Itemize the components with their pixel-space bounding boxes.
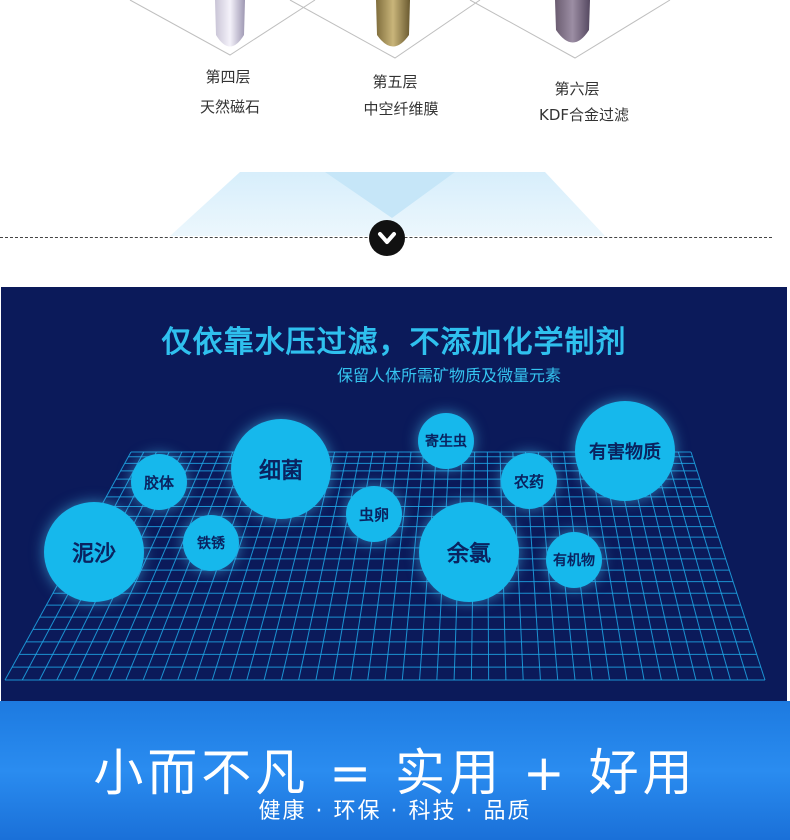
slogan-banner: 小而不凡 = 实用 + 好用 健康 · 环保 · 科技 · 品质 (0, 701, 790, 840)
layer-4-number: 第四层 (205, 68, 251, 86)
contaminant-bubble: 铁锈 (183, 515, 239, 571)
filter-layers-section: 第四层 天然磁石 第五层 中空纤维膜 第六层 KDF合金过滤 (0, 0, 790, 285)
contaminant-bubble: 泥沙 (44, 502, 144, 602)
scroll-down-button[interactable] (369, 220, 405, 256)
filter-diagram (129, 0, 671, 236)
headline: 仅依靠水压过滤，不添加化学制剂 (161, 325, 627, 360)
diamond-outline-5 (289, 0, 481, 59)
kdf-pellet-icon (555, 0, 590, 43)
contaminant-bubble: 有机物 (546, 532, 602, 588)
diamond-outline-4 (129, 0, 316, 56)
contaminant-bubble: 农药 (501, 453, 557, 509)
contaminant-bubble: 细菌 (231, 419, 331, 519)
magnet-pellet-icon (215, 0, 245, 47)
layer-6-number: 第六层 (554, 80, 600, 98)
layer-4-name: 天然磁石 (199, 98, 260, 116)
contaminant-bubble: 有害物质 (575, 401, 675, 501)
layer-5-name: 中空纤维膜 (363, 100, 439, 118)
contaminant-bubble: 虫卵 (346, 486, 402, 542)
subheadline: 保留人体所需矿物质及微量元素 (336, 366, 561, 385)
diamond-outline-6 (469, 0, 671, 59)
funnel-inner-shape (325, 172, 455, 218)
contaminant-bubble: 寄生虫 (418, 413, 474, 469)
chevron-down-icon (378, 232, 396, 244)
layer-5-number: 第五层 (372, 73, 418, 91)
membrane-pellet-icon (376, 0, 410, 47)
layer-6-name: KDF合金过滤 (538, 106, 629, 124)
filtration-section: 仅依靠水压过滤，不添加化学制剂 保留人体所需矿物质及微量元素 泥沙 胶体 铁锈 … (1, 287, 787, 701)
tagline: 健康 · 环保 · 科技 · 品质 (258, 799, 532, 824)
slogan: 小而不凡 = 实用 + 好用 (93, 744, 697, 802)
contaminant-bubble: 胶体 (131, 454, 187, 510)
contaminant-bubble: 余氯 (419, 502, 519, 602)
